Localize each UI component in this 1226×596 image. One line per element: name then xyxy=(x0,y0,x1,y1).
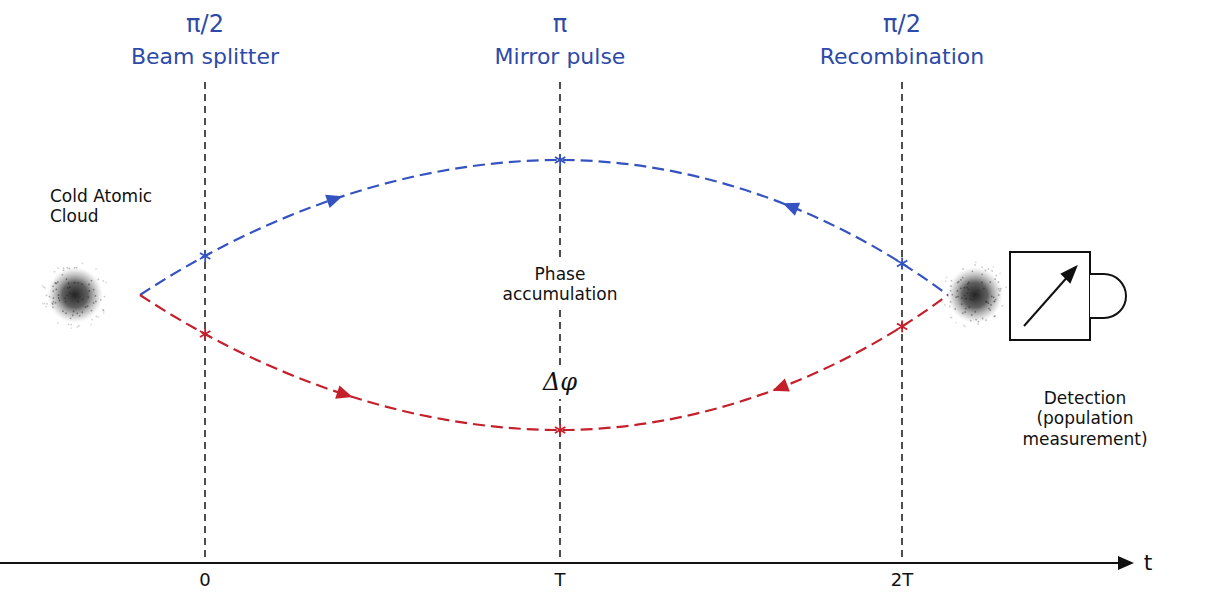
axis-label: t xyxy=(1144,550,1153,576)
pulse-name: Beam splitter xyxy=(131,44,279,70)
pulse-angle: π xyxy=(553,10,567,39)
phase-symbol: Δφ xyxy=(539,366,581,399)
cloud-label: Cold Atomic Cloud xyxy=(50,186,175,227)
time-tick: 0 xyxy=(199,569,210,591)
pulse-name: Recombination xyxy=(820,44,984,70)
phase-label: Phase accumulation xyxy=(494,262,627,307)
pulse-angle: π/2 xyxy=(186,10,224,39)
path-markers xyxy=(200,154,907,436)
atom-clouds xyxy=(42,261,1007,329)
pulse-angle: π/2 xyxy=(883,10,921,39)
time-tick: 2T xyxy=(891,569,913,591)
time-axis xyxy=(0,556,1134,570)
detector-symbol xyxy=(1010,252,1126,340)
pulse-lines xyxy=(205,82,902,560)
time-tick: T xyxy=(555,569,566,591)
detection-label: Detection (population measurement) xyxy=(1010,388,1160,449)
pulse-name: Mirror pulse xyxy=(495,44,626,70)
lower-arm xyxy=(140,295,948,430)
